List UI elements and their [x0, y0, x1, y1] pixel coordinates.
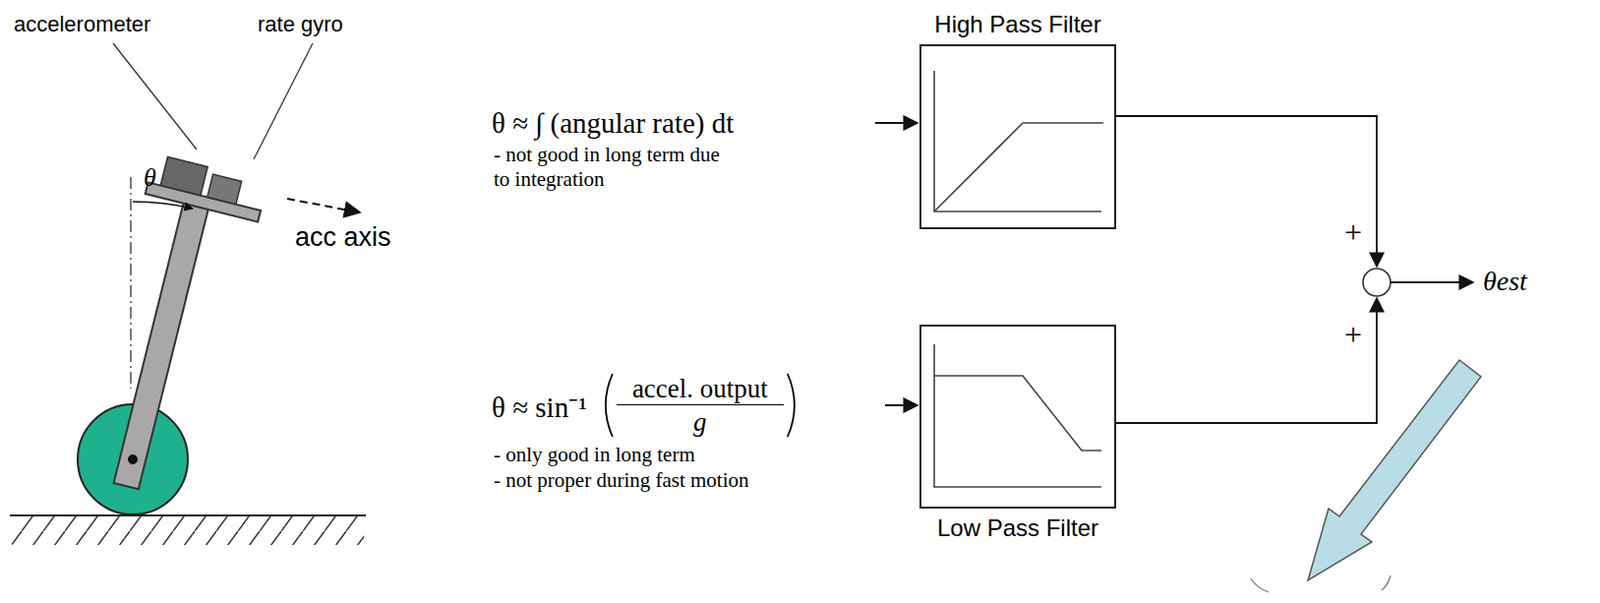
- leader-line: [253, 43, 313, 160]
- note: - only good in long term: [491, 441, 886, 468]
- denominator: g: [693, 405, 708, 439]
- ground-line: [9, 514, 366, 517]
- filter-title: Low Pass Filter: [921, 514, 1115, 542]
- fraction-bar: [616, 404, 784, 406]
- bode-sketch: [934, 70, 1104, 487]
- formula: θ ≈ ∫ (angular rate) dt: [491, 103, 876, 143]
- signal-arrow: [875, 121, 918, 124]
- sign-label: +: [1344, 214, 1363, 251]
- part-label: rate gyro: [257, 11, 344, 38]
- note: - not proper during fast motion: [491, 467, 886, 493]
- signal-arrow: [885, 404, 918, 407]
- angle-label: θ: [143, 163, 157, 193]
- formula-block: θ ≈ ∫ (angular rate) dt- not good in lon…: [491, 103, 876, 192]
- pointer-arrow: [1307, 359, 1482, 581]
- numerator: accel. output: [632, 372, 769, 405]
- formula-block: θ ≈ sin⁻¹ accel. outputg- only good in lo…: [491, 368, 886, 493]
- pendulum: [75, 153, 269, 502]
- leader-line: [113, 43, 197, 150]
- sign-label: +: [1344, 316, 1363, 354]
- part-label: accelerometer: [13, 11, 151, 38]
- acc-axis-arrow: [287, 198, 360, 213]
- summing-junction: [1362, 268, 1391, 297]
- signal-line: [1116, 116, 1474, 423]
- filter-title: High Pass Filter: [921, 10, 1115, 39]
- fraction: accel. outputg: [616, 372, 784, 439]
- ground-hatch: [11, 515, 364, 545]
- angle-arc: [132, 201, 193, 209]
- output-label: θest: [1482, 265, 1528, 297]
- filter-box: Low Pass Filter: [919, 324, 1117, 509]
- axis-label: acc axis: [295, 222, 392, 253]
- note: - not good in long term due to integrati…: [491, 142, 720, 192]
- fragment: [1250, 575, 1391, 593]
- formula-row: θ ≈ sin⁻¹ accel. outputg: [491, 368, 886, 442]
- formula: θ ≈ sin⁻¹: [491, 386, 588, 425]
- vertical-reference: [129, 177, 131, 389]
- filter-box: High Pass Filter: [919, 44, 1117, 230]
